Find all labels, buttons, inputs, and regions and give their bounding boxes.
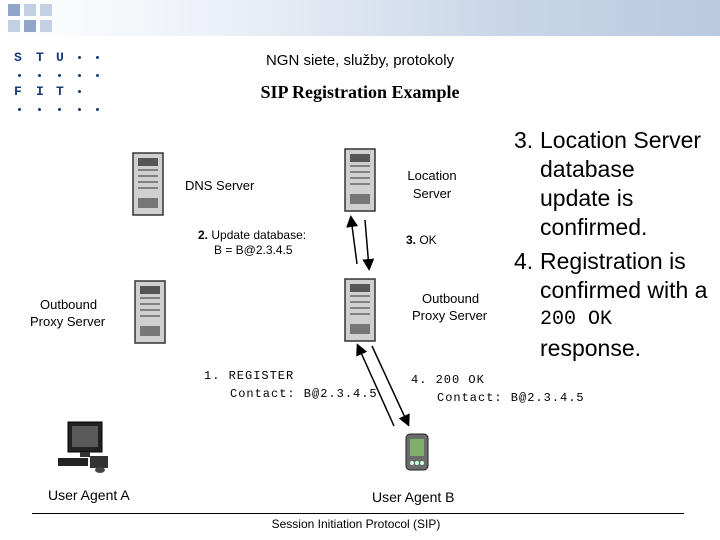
outbound-proxy-left-label-2: Proxy Server xyxy=(30,314,106,329)
logo-dot xyxy=(18,108,21,111)
outbound-proxy-right-icon xyxy=(344,278,376,342)
logo-dot xyxy=(78,108,81,111)
decor-square xyxy=(24,20,36,32)
bullet-4-line4: response. xyxy=(540,335,642,361)
step3-number: 3. xyxy=(406,233,417,247)
bullet-4-line2: confirmed with a xyxy=(540,277,708,303)
bullet-3-line3: update is xyxy=(540,185,634,211)
stu-fit-logo: S T U F I T xyxy=(8,46,108,126)
outbound-proxy-right-label-2: Proxy Server xyxy=(412,308,488,323)
bullet-3-line2: database xyxy=(540,156,635,182)
user-agent-a-label: User Agent A xyxy=(48,487,130,503)
arrow-register xyxy=(356,343,395,427)
decor-square xyxy=(40,4,52,16)
outbound-proxy-left-label-1: Outbound xyxy=(40,297,98,312)
logo-dot xyxy=(58,74,61,77)
bullet-3-line1: Location Server xyxy=(540,127,702,153)
arrow-ok xyxy=(362,219,375,271)
step3-text: OK xyxy=(416,233,437,247)
arrow-200-ok xyxy=(371,345,410,427)
step3-label: 3. OK xyxy=(406,233,437,247)
logo-dot xyxy=(38,74,41,77)
bullet-4-line3: 200 OK xyxy=(540,308,613,331)
footer-text: Session Initiation Protocol (SIP) xyxy=(271,517,441,531)
logo-letter: F xyxy=(14,84,22,99)
pda-icon xyxy=(405,433,429,471)
logo-letter: I xyxy=(36,84,44,99)
step1-contact: Contact: B@2.3.4.5 xyxy=(230,387,378,401)
dns-server-label: DNS Server xyxy=(185,178,255,193)
bullet-4-num: 4. xyxy=(514,248,534,274)
logo-dot xyxy=(96,56,99,59)
bullet-3-line4: confirmed. xyxy=(540,214,648,240)
dns-server-icon xyxy=(132,152,164,216)
logo-dot xyxy=(38,108,41,111)
outbound-proxy-left-icon xyxy=(134,280,166,344)
slide-title: SIP Registration Example xyxy=(260,82,460,102)
location-server-label-1: Location xyxy=(407,168,457,183)
logo-dot xyxy=(78,90,81,93)
bullet-4-line1: Registration is xyxy=(540,248,686,274)
logo-letter: U xyxy=(56,50,64,65)
decor-square xyxy=(40,20,52,32)
step2-value: B = B@2.3.4.5 xyxy=(214,243,293,257)
location-server-icon xyxy=(344,148,376,212)
step1-register: 1. REGISTER xyxy=(204,369,295,383)
logo-dot xyxy=(58,108,61,111)
decor-square xyxy=(8,20,20,32)
logo-letter: T xyxy=(36,50,44,65)
computer-icon xyxy=(58,421,108,473)
outbound-proxy-right-label-1: Outbound xyxy=(422,291,480,306)
decor-square xyxy=(8,4,20,16)
logo-dot xyxy=(96,108,99,111)
step4-200-ok: 4. 200 OK xyxy=(411,373,485,387)
bullet-3-num: 3. xyxy=(514,127,534,153)
step2-text: Update database: xyxy=(208,228,307,242)
step4-contact: Contact: B@2.3.4.5 xyxy=(437,391,585,405)
location-server-label-2: Server xyxy=(412,186,452,201)
logo-letter: S xyxy=(14,50,22,65)
logo-dot xyxy=(18,74,21,77)
logo-dot xyxy=(96,74,99,77)
logo-dot xyxy=(78,56,81,59)
course-title: NGN siete, služby, protokoly xyxy=(265,52,455,69)
logo-letter: T xyxy=(56,84,64,99)
arrow-update-db xyxy=(346,215,359,265)
step2-label: 2. Update database: xyxy=(198,228,306,242)
user-agent-b-label: User Agent B xyxy=(372,489,455,505)
step2-number: 2. xyxy=(198,228,209,242)
footer-divider xyxy=(32,513,684,514)
header-gradient-bar xyxy=(0,0,720,36)
decor-square xyxy=(24,4,36,16)
logo-dot xyxy=(78,74,81,77)
